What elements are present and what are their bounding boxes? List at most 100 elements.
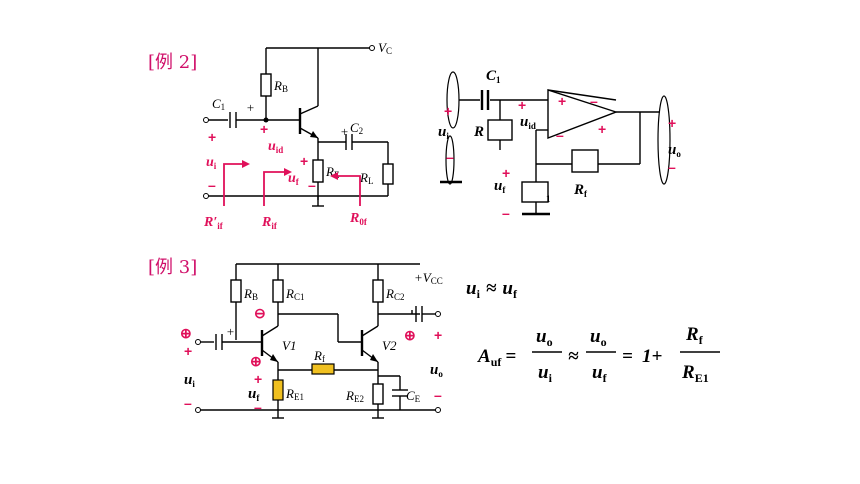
c3-re1-label: R: [285, 386, 294, 401]
svg-text:C1: C1: [486, 68, 501, 85]
circle-plus-emitter-icon: ⊕: [250, 353, 262, 369]
svg-text:+: +: [246, 100, 255, 115]
svg-text:uf: uf: [494, 178, 506, 195]
c1-ui-label: u: [206, 155, 214, 170]
c2-uid-label: u: [520, 114, 528, 130]
svg-text:–: –: [556, 127, 564, 143]
svg-text:uf: uf: [288, 171, 300, 187]
svg-text:ui: ui: [206, 155, 217, 171]
svg-text:Rf: Rf: [685, 324, 704, 347]
svg-text:uid: uid: [268, 139, 283, 155]
formulas: ui≈uf Auf= uo ui ≈ uo uf = 1+ Rf RE1: [466, 278, 720, 385]
svg-text:RB: RB: [243, 286, 258, 302]
svg-text:–: –: [502, 205, 510, 221]
svg-text:–: –: [446, 149, 454, 165]
circle-plus-output-icon: ⊕: [404, 327, 416, 343]
svg-text:uf: uf: [592, 362, 608, 385]
c1-rif-label: R: [261, 215, 271, 230]
svg-text:1: 1: [546, 194, 551, 204]
svg-text:uo: uo: [668, 142, 681, 159]
c3-ce-label: C: [406, 388, 415, 403]
c2-c1-label: C: [486, 68, 497, 84]
c3-uo-label: u: [430, 362, 438, 378]
c1-vc-label: V: [378, 40, 388, 55]
auf-label: A: [477, 346, 491, 367]
example-3-label: [例 3]: [148, 257, 197, 278]
svg-text:+: +: [260, 121, 268, 137]
svg-text:Rf: Rf: [573, 182, 588, 199]
circuit-2: C1 R Rf 1 ui uid uo uf + – + + – +: [438, 68, 681, 221]
input-terminal-ellipse: [446, 71, 460, 129]
svg-text:≈: ≈: [568, 346, 579, 367]
svg-text:CE: CE: [406, 388, 421, 404]
example-2-label: [例 2]: [148, 52, 197, 73]
c1-re-label: R: [325, 164, 334, 179]
svg-text:Rf: Rf: [313, 348, 325, 364]
c1-rof-label: R: [349, 211, 359, 226]
svg-text:+: +: [558, 93, 566, 109]
c3-rc1-label: R: [285, 286, 294, 301]
svg-text:Rif: Rif: [261, 215, 278, 231]
c3-v2-label: V2: [382, 338, 397, 353]
svg-text:–: –: [434, 387, 442, 403]
c1-uid-label: u: [268, 139, 276, 154]
svg-text:RE1: RE1: [285, 386, 304, 402]
circuit-3: +VCC RB RC1 RC2 + V1: [180, 263, 443, 419]
c2-uo-label: u: [668, 142, 676, 158]
svg-text:–: –: [208, 177, 216, 193]
svg-text:uf: uf: [248, 386, 260, 403]
c3-re2-label: R: [345, 388, 354, 403]
svg-text:–: –: [668, 159, 676, 175]
c2-rf-label: R: [573, 182, 584, 198]
resistor-rf-3: [311, 363, 335, 375]
svg-text:uo: uo: [590, 326, 607, 349]
c3-rc2-label: R: [385, 286, 394, 301]
c2-r-label: R: [473, 124, 484, 140]
svg-text:C2: C2: [350, 120, 363, 136]
svg-text:–: –: [308, 177, 316, 193]
svg-text:Auf=: Auf=: [477, 346, 516, 369]
svg-text:+: +: [444, 103, 452, 119]
svg-text:+VCC: +VCC: [414, 270, 443, 286]
svg-text:=: =: [622, 346, 633, 367]
resistor-re2: [372, 383, 384, 405]
svg-text:RC2: RC2: [385, 286, 404, 302]
svg-text:uid: uid: [520, 114, 536, 131]
svg-text:+: +: [434, 327, 442, 343]
svg-text:+: +: [226, 324, 235, 339]
c2-uf-label: u: [494, 178, 502, 194]
circle-minus-icon: ⊖: [254, 305, 266, 321]
resistor-r1: [521, 181, 549, 203]
svg-text:RC1: RC1: [285, 286, 304, 302]
c3-rb-label: R: [243, 286, 252, 301]
svg-text:+: +: [668, 115, 676, 131]
emitter-arrow-icon: [310, 131, 318, 138]
op-amp: [547, 89, 619, 140]
resistor-rc1: [272, 279, 284, 303]
svg-text:+: +: [254, 371, 262, 387]
svg-text:RL: RL: [359, 170, 373, 186]
svg-text:+: +: [184, 343, 192, 359]
svg-text:+: +: [502, 165, 510, 181]
c1-rl-label: R: [359, 170, 368, 185]
resistor-re1: [272, 379, 284, 401]
c3-v1-label: V1: [282, 338, 296, 353]
svg-text:+: +: [208, 129, 216, 145]
svg-text:+: +: [518, 97, 526, 113]
svg-text:ui: ui: [538, 362, 553, 385]
svg-text:–: –: [254, 399, 262, 415]
svg-text:RB: RB: [273, 78, 288, 94]
resistor-rb: [260, 73, 272, 97]
c1-rif-prime-label: R′: [203, 215, 217, 230]
svg-text:R′if: R′if: [203, 215, 224, 231]
svg-text:R0f: R0f: [349, 211, 368, 227]
resistor-r: [487, 119, 513, 141]
svg-text:RE2: RE2: [345, 388, 364, 404]
svg-text:+: +: [598, 121, 606, 137]
svg-text:VC: VC: [378, 40, 392, 56]
resistor-rc2: [372, 279, 384, 303]
svg-text:R: R: [473, 124, 484, 140]
resistor-rb-3: [230, 279, 242, 303]
circuit-1: VC RB C1 + C2 + RE RL: [203, 40, 394, 231]
